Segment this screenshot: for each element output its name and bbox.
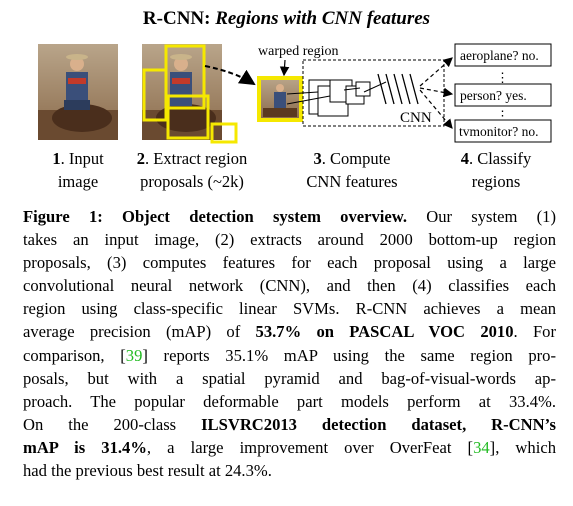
warp-arrow	[204, 65, 256, 86]
caption-text: proach. The popular deformable part mode…	[23, 391, 556, 411]
caption-line: region using class-specific linear SVMs.…	[23, 297, 556, 320]
caption-line: mAP is 31.4%, a large improvement over O…	[23, 436, 556, 459]
caption-bold-text: 53.7%	[255, 322, 302, 342]
caption-line: average precision (mAP) of 53.7% on PASC…	[23, 320, 556, 343]
input-image	[38, 44, 118, 140]
caption-text: , a large improvement over OverFeat [	[146, 437, 474, 457]
fc-layer	[401, 73, 411, 105]
citation-link[interactable]: 39	[125, 345, 143, 365]
caption-text: had the previous best result at 24.3%.	[23, 461, 272, 481]
caption-text: . For	[513, 322, 556, 342]
title-italic: Regions with CNN features	[215, 8, 431, 29]
fc-layer	[385, 73, 395, 105]
caption-line: On the 200-class ILSVRC2013 detection da…	[23, 413, 556, 436]
caption-text: region using class-specific linear SVMs.…	[23, 299, 556, 319]
caption-line: takes an input image, (2) extracts aroun…	[23, 228, 556, 251]
proposal-box	[164, 44, 206, 110]
class-label-aeroplane: aeroplane? no.	[460, 48, 539, 63]
citation-link[interactable]: 34	[473, 437, 490, 457]
proposal-box	[166, 94, 210, 140]
dots-upper: ⋮	[496, 70, 509, 85]
caption-text: proposals, (3) computes features for eac…	[23, 253, 556, 273]
class-label-person: person? yes.	[460, 88, 527, 103]
caption-text: comparison, [	[23, 345, 126, 365]
class-box-person	[454, 83, 552, 107]
class-box-aeroplane	[454, 43, 552, 67]
conv-layer	[355, 81, 371, 97]
classify-arrow	[419, 89, 453, 129]
class-label-tvmonitor: tvmonitor? no.	[459, 124, 539, 139]
fc-layer	[393, 73, 403, 105]
pipeline-diagram: warped region CNN aeroplane? no. ⋮ perso…	[38, 43, 552, 144]
fc-layer	[409, 73, 419, 105]
caption-text: convolutional neural network (CNN), and …	[23, 276, 556, 296]
warped-region-image	[257, 76, 303, 122]
caption-line: proach. The popular deformable part mode…	[23, 390, 556, 413]
caption-line: had the previous best result at 24.3%.	[23, 459, 556, 482]
class-box-tvmonitor	[454, 119, 552, 143]
caption-text: takes an input image, (2) extracts aroun…	[23, 230, 556, 250]
caption-bold-text: mAP is 31.4%	[23, 437, 147, 457]
classify-arrow	[419, 57, 453, 87]
caption-text: On the 200-class	[23, 414, 202, 434]
classify-arrow	[419, 87, 454, 98]
caption-line: Figure 1: Object detection system overvi…	[23, 205, 556, 228]
cnn-block: CNN	[286, 59, 445, 127]
caption-line: proposals, (3) computes features for eac…	[23, 251, 556, 274]
caption-text	[301, 322, 316, 341]
proposal-box	[210, 122, 238, 144]
caption-bold-text: ILSVRC2013 detection dataset, R-CNN’s	[201, 414, 556, 434]
warped-region-label: warped region	[258, 44, 338, 59]
caption-text: ] reports 35.1% mAP using the same regio…	[142, 345, 556, 365]
cnn-label: CNN	[400, 110, 432, 126]
dots-lower: ⋮	[496, 108, 509, 123]
title-plain: R-CNN:	[142, 8, 216, 29]
caption-bold-text: on PASCAL VOC 2010	[316, 322, 514, 342]
figure-title: R-CNN: Regions with CNN features	[0, 8, 573, 30]
caption-text: posals, but with a spatial pyramid and b…	[23, 368, 556, 388]
caption-line: posals, but with a spatial pyramid and b…	[23, 367, 556, 390]
caption-text: average precision (mAP) of	[23, 322, 256, 342]
region-proposals-image	[142, 44, 238, 144]
fc-layer	[377, 73, 387, 105]
figure-caption: Figure 1: Object detection system overvi…	[23, 205, 556, 482]
caption-text: Our system (1)	[406, 207, 557, 226]
warped-label-arrow	[279, 59, 290, 77]
caption-line: comparison, [39] reports 35.1% mAP using…	[23, 344, 556, 367]
caption-line: convolutional neural network (CNN), and …	[23, 274, 556, 297]
caption-text: ], which	[489, 437, 556, 457]
caption-bold-text: Figure 1: Object detection system overvi…	[23, 207, 407, 226]
